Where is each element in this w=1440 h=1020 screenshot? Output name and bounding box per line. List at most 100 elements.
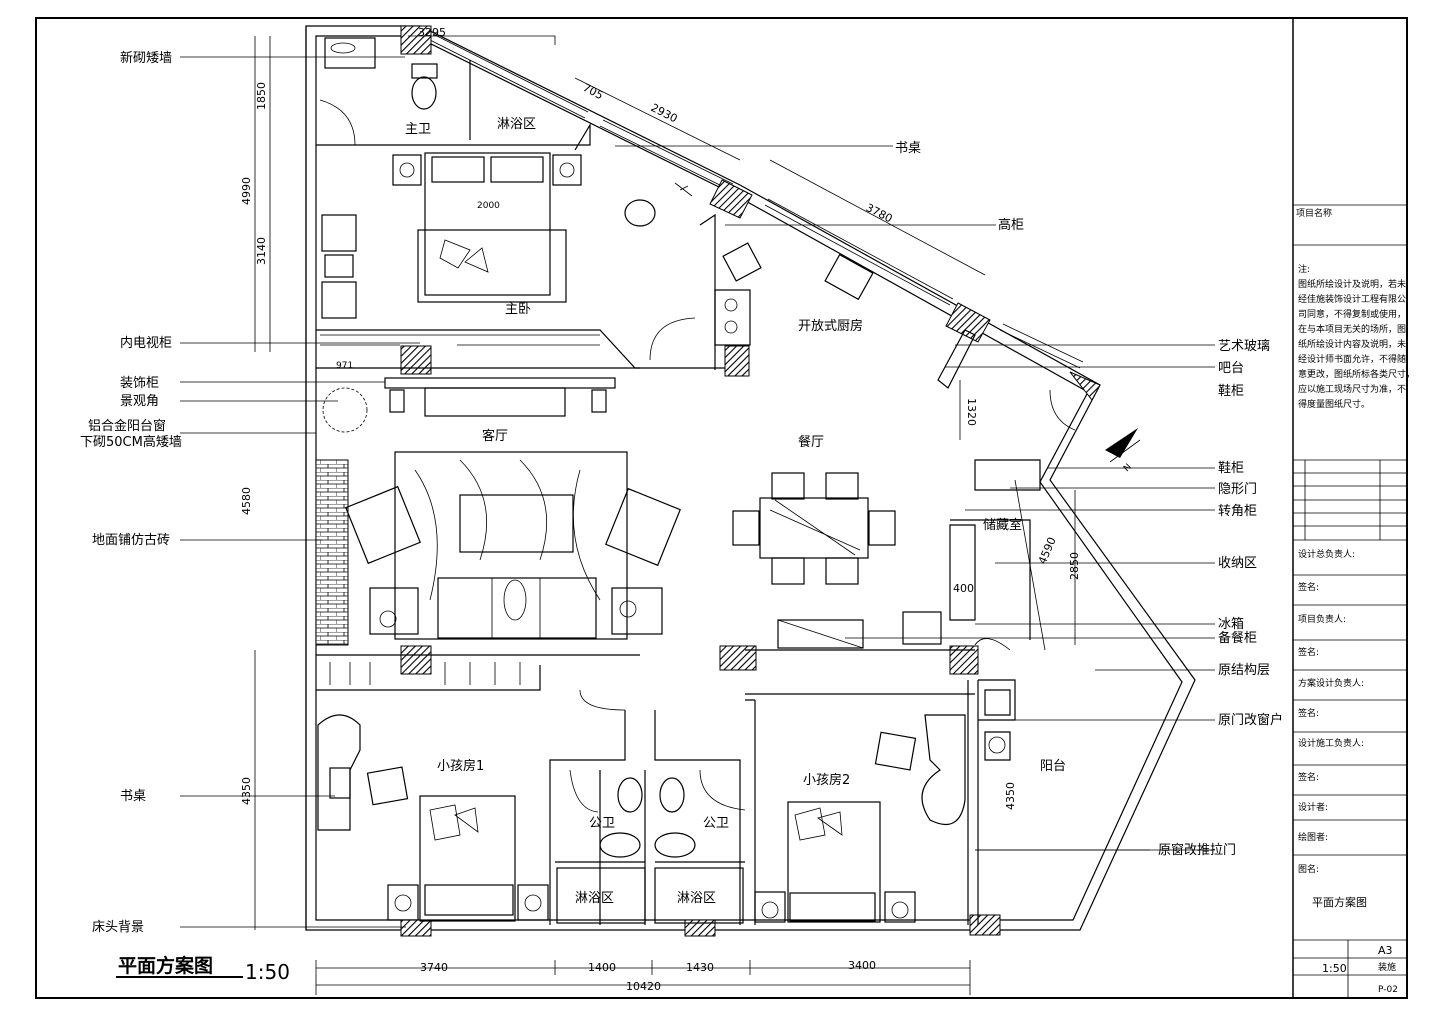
title-note-heading: 注: bbox=[1298, 263, 1310, 275]
room-dining: 餐厅 bbox=[798, 434, 824, 450]
callout-art-glass: 艺术玻璃 bbox=[1218, 339, 1270, 354]
dim-bottom-3740: 3740 bbox=[420, 961, 448, 974]
title-note-line-2: 经佳施装饰设计工程有限公 bbox=[1298, 293, 1406, 305]
title-note-line-1: 图纸所绘设计及说明，若未 bbox=[1298, 278, 1406, 290]
dim-left-4580: 4580 bbox=[240, 487, 253, 515]
title-note-line-7: 意更改，图纸所标各类尺寸， bbox=[1298, 368, 1415, 380]
callout-storage-area: 收纳区 bbox=[1218, 556, 1257, 571]
drawing-title: 平面方案图 bbox=[118, 954, 213, 977]
dim-bottom-1430: 1430 bbox=[686, 961, 714, 974]
room-shower-1: 淋浴区 bbox=[575, 891, 614, 906]
callout-corner-cabinet: 转角柜 bbox=[1218, 504, 1257, 519]
room-open-kitchen: 开放式厨房 bbox=[798, 318, 863, 334]
dim-971: 971 bbox=[336, 361, 353, 371]
dim-left-4350: 4350 bbox=[240, 777, 253, 805]
title-role-construction-lead: 设计施工负责人: bbox=[1298, 737, 1364, 749]
dim-top-2930: 2930 bbox=[649, 101, 680, 125]
title-sheet-size: A3 bbox=[1378, 944, 1393, 957]
dim-2850: 2850 bbox=[1068, 552, 1081, 580]
title-note-line-8: 应以施工现场尺寸为准，不 bbox=[1298, 383, 1406, 395]
room-master-bedroom: 主卧 bbox=[505, 302, 531, 317]
title-role-drafter: 绘图者: bbox=[1298, 831, 1328, 843]
title-role-project-lead: 项目负责人: bbox=[1298, 613, 1346, 625]
callout-tv-cabinet: 内电视柜 bbox=[120, 335, 172, 351]
title-role-drawing-name: 图名: bbox=[1298, 863, 1319, 875]
door-swings bbox=[319, 99, 1076, 813]
callout-tall-cabinet: 高柜 bbox=[998, 217, 1024, 233]
title-role-designer: 设计者: bbox=[1298, 801, 1328, 813]
room-master-bath: 主卫 bbox=[405, 122, 431, 137]
callout-headboard: 床头背景 bbox=[92, 920, 144, 935]
title-drawing-name: 平面方案图 bbox=[1312, 895, 1367, 909]
dim-400: 400 bbox=[953, 582, 974, 595]
title-role-sign-3: 签名: bbox=[1298, 707, 1319, 719]
room-public-bath-2: 公卫 bbox=[703, 816, 729, 831]
room-shower-2: 淋浴区 bbox=[677, 891, 716, 906]
callout-desk-left: 书桌 bbox=[120, 789, 146, 804]
north-label: N bbox=[1122, 462, 1134, 474]
dim-bottom-3400: 3400 bbox=[848, 959, 876, 972]
title-note-line-9: 得度量图纸尺寸。 bbox=[1298, 398, 1370, 410]
north-arrow-icon bbox=[1105, 428, 1141, 463]
title-note-line-6: 经设计师书面允许，不得随 bbox=[1298, 353, 1406, 365]
bathroom-fixtures bbox=[556, 777, 744, 924]
dim-1320: 1320 bbox=[965, 398, 978, 426]
diagonal-windows bbox=[429, 33, 1084, 369]
living-room-furniture bbox=[315, 377, 681, 690]
callout-pantry-cabinet: 备餐柜 bbox=[1218, 630, 1257, 646]
callout-floor-tile: 地面铺仿古砖 bbox=[92, 533, 170, 548]
room-storage: 储藏室 bbox=[983, 517, 1022, 533]
dim-bed-2000: 2000 bbox=[477, 201, 500, 211]
title-note-line-4: 在与本项目无关的场所，图 bbox=[1298, 323, 1406, 335]
dim-bottom-1400: 1400 bbox=[588, 961, 616, 974]
dim-top-705: 705 bbox=[581, 81, 606, 102]
callout-original-structure: 原结构层 bbox=[1218, 663, 1270, 678]
dim-right-4350: 4350 bbox=[1004, 782, 1017, 810]
callout-hidden-door: 隐形门 bbox=[1218, 482, 1257, 497]
room-master-shower: 淋浴区 bbox=[497, 117, 536, 132]
callout-low-wall-50cm: 下砌50CM高矮墙 bbox=[80, 434, 182, 450]
callout-shoe-cabinet-2: 鞋柜 bbox=[1218, 460, 1244, 476]
dim-left-3140: 3140 bbox=[255, 237, 268, 265]
room-kids-2: 小孩房2 bbox=[803, 772, 850, 788]
callout-desk-right: 书桌 bbox=[895, 141, 921, 156]
dim-left-4990: 4990 bbox=[240, 177, 253, 205]
dim-total-10420: 10420 bbox=[626, 980, 661, 993]
callout-fridge: 冰箱 bbox=[1218, 616, 1244, 632]
callout-landscape-corner: 景观角 bbox=[120, 394, 159, 409]
dim-top-3295: 3295 bbox=[418, 26, 446, 39]
callout-aluminium-window: 铝合金阳台窗 bbox=[88, 418, 166, 434]
room-public-bath-1: 公卫 bbox=[589, 816, 615, 831]
room-kids-1: 小孩房1 bbox=[437, 758, 484, 774]
title-role-design-lead: 设计总负责人: bbox=[1298, 548, 1355, 560]
title-role-scheme-lead: 方案设计负责人: bbox=[1298, 677, 1364, 689]
title-role-sign-4: 签名: bbox=[1298, 771, 1319, 783]
dining-furniture bbox=[732, 472, 896, 585]
master-bedroom-furniture bbox=[320, 37, 693, 346]
title-note-line-5: 纸所绘设计内容及说明，未 bbox=[1298, 338, 1406, 350]
title-role-sign-2: 签名: bbox=[1298, 646, 1319, 658]
dim-left-1850: 1850 bbox=[255, 82, 268, 110]
callout-decor-cabinet: 装饰柜 bbox=[120, 376, 159, 391]
title-note-line-3: 司同意，不得复制或使用， bbox=[1298, 308, 1406, 320]
callout-new-low-wall: 新砌矮墙 bbox=[120, 50, 172, 66]
callout-sliding-door: 原窗改推拉门 bbox=[1158, 842, 1236, 858]
sheet-border bbox=[35, 17, 1408, 999]
dimension-lines bbox=[254, 35, 1076, 995]
title-block-frame bbox=[1293, 204, 1407, 998]
callout-bar-counter: 吧台 bbox=[1218, 361, 1244, 376]
callout-shoe-cabinet-1: 鞋柜 bbox=[1218, 383, 1244, 399]
dim-top-3780: 3780 bbox=[864, 201, 895, 225]
title-scale: 1:50 bbox=[1322, 962, 1347, 975]
room-balcony: 阳台 bbox=[1040, 759, 1066, 774]
title-discipline: 装施 bbox=[1378, 961, 1396, 973]
callout-door-to-window: 原门改窗户 bbox=[1218, 712, 1283, 728]
interior-walls bbox=[316, 60, 1016, 925]
dim-4590: 4590 bbox=[1036, 535, 1059, 566]
kitchen-and-storage bbox=[714, 242, 1041, 761]
room-living: 客厅 bbox=[482, 428, 508, 444]
title-project-label: 项目名称 bbox=[1296, 207, 1332, 219]
